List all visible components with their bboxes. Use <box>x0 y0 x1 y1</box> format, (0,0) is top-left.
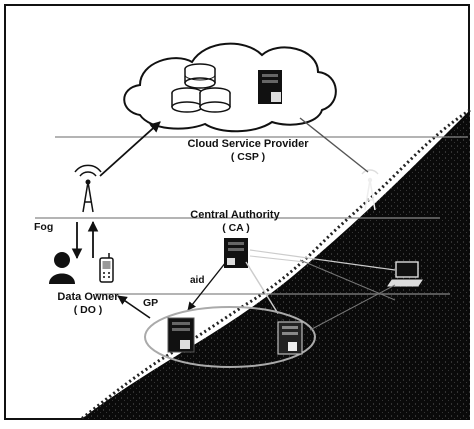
aid-edge-label: aid <box>190 275 204 286</box>
gp-arrow <box>117 295 151 319</box>
phone-icon <box>99 253 114 283</box>
data-owner-person-icon <box>49 252 75 284</box>
database-icon <box>171 63 231 113</box>
ca-to-laptop-line <box>249 249 396 271</box>
ca-abbr-label: ( CA ) <box>222 222 250 234</box>
band-connector-line-2 <box>309 284 396 331</box>
cloud-server-icon <box>258 70 282 104</box>
ca-short-line <box>249 255 306 263</box>
laptop-icon <box>387 261 423 287</box>
do-name-label: Data Owner <box>57 291 119 303</box>
right-antenna-icon <box>361 169 379 211</box>
fog-to-csp-arrow <box>99 121 161 177</box>
fog-antenna-icon <box>74 164 102 213</box>
server-group-ellipse <box>144 306 316 368</box>
ca-to-left-server-arrow <box>187 261 227 311</box>
left-fog-server-icon <box>167 317 195 353</box>
gp-edge-label: GP <box>143 297 158 309</box>
ca-server-icon <box>224 238 248 268</box>
csp-name-label: Cloud Service Provider <box>187 138 309 150</box>
ca-name-label: Central Authority <box>190 209 280 221</box>
fog-layer-label: Fog <box>34 221 53 233</box>
csp-abbr-label: ( CSP ) <box>231 151 265 163</box>
csp-to-right-antenna-line <box>299 117 369 173</box>
do-abbr-label: ( DO ) <box>74 304 103 316</box>
right-fog-server-icon <box>277 321 303 355</box>
dark-diagonal-band <box>80 110 470 420</box>
ca-to-right-server-arrow <box>245 261 283 321</box>
